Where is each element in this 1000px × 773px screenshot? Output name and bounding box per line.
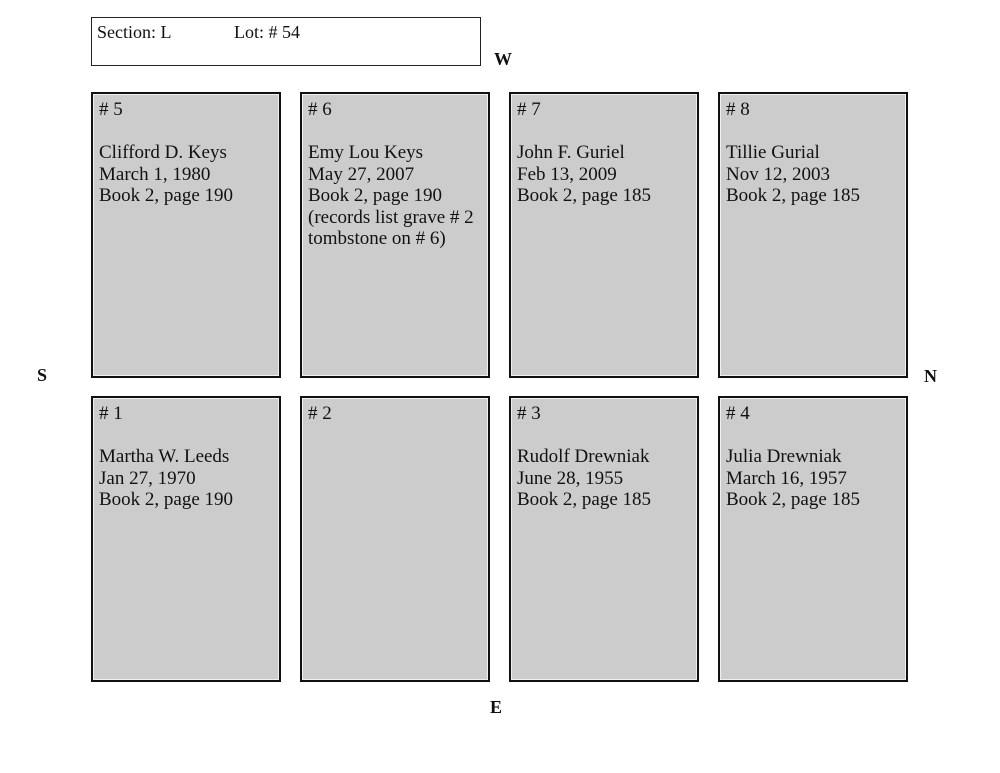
record-reference: Book 2, page 185 [726, 489, 861, 510]
compass-north: N [924, 366, 937, 386]
plot-number: # 7 [517, 99, 541, 120]
deceased-name: Clifford D. Keys [99, 142, 227, 163]
grave-plot-7: # 7 John F. Guriel Feb 13, 2009 Book 2, … [509, 92, 699, 378]
burial-date: Feb 13, 2009 [517, 163, 617, 185]
grave-plot-4: # 4 Julia Drewniak March 16, 1957 Book 2… [718, 396, 908, 682]
grave-plot-1: # 1 Martha W. Leeds Jan 27, 1970 Book 2,… [91, 396, 281, 682]
deceased-name: Emy Lou Keys [308, 142, 424, 163]
plot-number: # 2 [308, 403, 332, 424]
plot-number: # 8 [726, 99, 750, 120]
plot-note: (records list grave # 2 [308, 206, 474, 228]
burial-date: May 27, 2007 [308, 163, 415, 185]
lot-label: Lot: # 54 [234, 22, 300, 42]
record-reference: Book 2, page 190 [99, 489, 234, 510]
compass-east: E [490, 697, 503, 717]
record-reference: Book 2, page 185 [517, 489, 652, 510]
plot-number: # 1 [99, 403, 123, 424]
record-reference: Book 2, page 185 [726, 185, 861, 206]
grave-plot-5: # 5 Clifford D. Keys March 1, 1980 Book … [91, 92, 281, 378]
deceased-name: Martha W. Leeds [99, 446, 230, 467]
compass-west: W [494, 49, 512, 69]
burial-date: Jan 27, 1970 [99, 467, 196, 489]
plot-number: # 6 [308, 99, 332, 120]
grave-plot-2: # 2 [300, 396, 490, 682]
grave-plot-8: # 8 Tillie Gurial Nov 12, 2003 Book 2, p… [718, 92, 908, 378]
plot-number: # 3 [517, 403, 541, 424]
deceased-name: John F. Guriel [517, 142, 625, 163]
deceased-name: Rudolf Drewniak [517, 446, 650, 467]
grave-plot-6: # 6 Emy Lou Keys May 27, 2007 Book 2, pa… [300, 92, 490, 378]
compass-south: S [37, 365, 48, 385]
deceased-name: Julia Drewniak [726, 446, 842, 467]
record-reference: Book 2, page 190 [308, 185, 443, 206]
plot-number: # 5 [99, 99, 123, 120]
record-reference: Book 2, page 190 [99, 185, 234, 206]
plot-number: # 4 [726, 403, 750, 424]
section-label: Section: L [97, 22, 172, 42]
burial-date: March 1, 1980 [99, 163, 211, 185]
burial-date: June 28, 1955 [517, 467, 624, 489]
section-lot-header: Section: L Lot: # 54 [91, 17, 481, 66]
deceased-name: Tillie Gurial [726, 142, 820, 163]
plot-note: tombstone on # 6) [308, 228, 446, 249]
grave-plot-3: # 3 Rudolf Drewniak June 28, 1955 Book 2… [509, 396, 699, 682]
record-reference: Book 2, page 185 [517, 185, 652, 206]
burial-date: Nov 12, 2003 [726, 163, 830, 185]
burial-date: March 16, 1957 [726, 467, 847, 489]
